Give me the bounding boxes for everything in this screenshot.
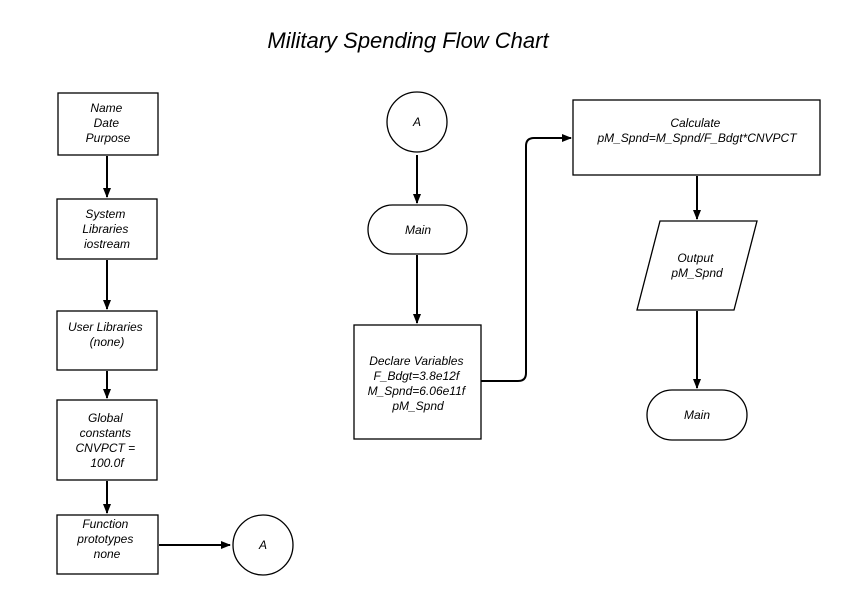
node-connector-out: A: [232, 514, 294, 576]
process-box: [56, 399, 158, 481]
connector-circle: [232, 514, 294, 576]
node-function-prototypes: Function prototypes none: [56, 514, 159, 575]
edges: [103, 134, 701, 549]
process-box: [56, 310, 158, 371]
process-box: [572, 99, 821, 176]
node-header: Name Date Purpose: [57, 92, 159, 156]
node-main-start-text: Main: [405, 223, 431, 237]
process-box: [57, 92, 159, 156]
node-main-end: Main: [646, 389, 748, 441]
node-main-start: Main: [367, 204, 468, 255]
terminator: [646, 389, 748, 441]
node-calculate-text: Calculate pM_Spnd=M_Spnd/F_Bdgt*CNVPCT: [596, 116, 798, 145]
node-connector-out-text: A: [258, 538, 267, 552]
node-user-libraries-text: User Libraries (none): [68, 320, 146, 349]
node-global-constants: Global constants CNVPCT = 100.0f: [56, 399, 158, 481]
node-global-constants-text: Global constants CNVPCT = 100.0f: [75, 411, 138, 470]
node-user-libraries: User Libraries (none): [56, 310, 158, 371]
connector-circle: [386, 91, 448, 153]
node-header-text: Name Date Purpose: [86, 101, 131, 145]
node-declare-variables-text: Declare Variables F_Bdgt=3.8e12f M_Spnd=…: [368, 354, 469, 413]
edge-declare-to-calculate: [481, 134, 572, 382]
node-system-libraries-text: System Libraries iostream: [82, 207, 131, 251]
node-main-end-text: Main: [684, 408, 710, 422]
node-connector-in: A: [386, 91, 448, 153]
node-output: Output pM_Spnd: [636, 220, 758, 311]
node-function-prototypes-text: Function prototypes none: [76, 517, 136, 561]
node-declare-variables: Declare Variables F_Bdgt=3.8e12f M_Spnd=…: [353, 324, 482, 440]
terminator: [367, 204, 468, 255]
process-box: [56, 198, 158, 260]
node-connector-in-text: A: [412, 115, 421, 129]
page-title: Military Spending Flow Chart: [267, 28, 549, 53]
process-box: [56, 514, 159, 575]
process-box: [353, 324, 482, 440]
io-parallelogram: [636, 220, 758, 311]
node-system-libraries: System Libraries iostream: [56, 198, 158, 260]
node-calculate: Calculate pM_Spnd=M_Spnd/F_Bdgt*CNVPCT: [572, 99, 821, 176]
node-output-text: Output pM_Spnd: [670, 251, 723, 280]
